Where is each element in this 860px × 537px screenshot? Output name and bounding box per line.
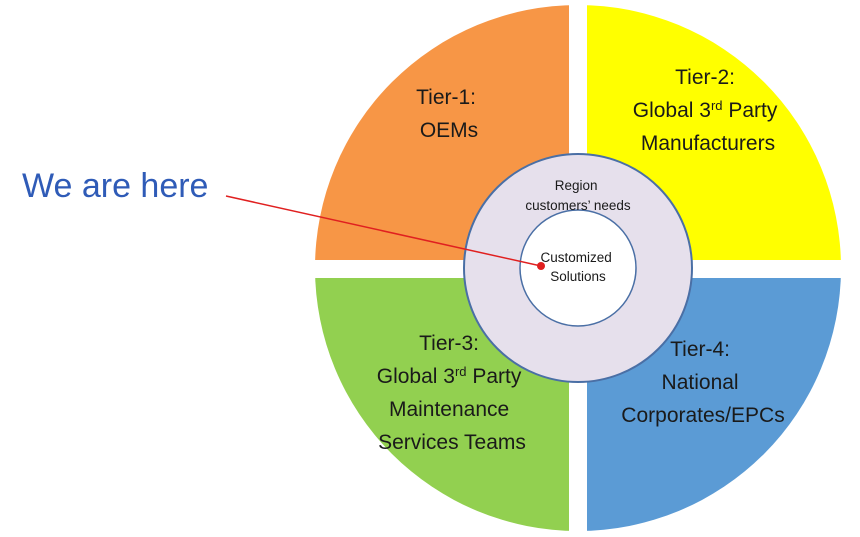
tier-1-label: Tier-1: OEMs bbox=[416, 86, 482, 142]
tier-4-line-1: Tier-4: bbox=[670, 338, 730, 361]
tier-2-line-3: Manufacturers bbox=[641, 132, 775, 155]
tier-3-line-4: Services Teams bbox=[378, 431, 526, 454]
we-are-here-label: We are here bbox=[22, 167, 208, 205]
outer-ring-line-2: customers’ needs bbox=[525, 198, 631, 213]
tier-1-line-1: Tier-1: bbox=[416, 86, 476, 109]
tier-3-line-3: Maintenance bbox=[389, 398, 509, 421]
tier-3-label: Tier-3: Global 3rd Party Maintenance Ser… bbox=[377, 332, 527, 454]
inner-circle-line-1: Customized bbox=[540, 250, 611, 265]
tier-4-line-2: National bbox=[662, 371, 739, 394]
inner-circle-label: Customized Solutions bbox=[540, 250, 615, 284]
tier-3-line-2: Global 3rd Party bbox=[377, 364, 522, 389]
tier-3-line-1: Tier-3: bbox=[419, 332, 479, 355]
pointer-dot bbox=[537, 262, 545, 270]
tier-4-label: Tier-4: National Corporates/EPCs bbox=[621, 338, 784, 427]
tier-2-line-1: Tier-2: bbox=[675, 66, 735, 89]
inner-circle-line-2: Solutions bbox=[550, 269, 606, 284]
tier-2-line-2: Global 3rd Party bbox=[633, 98, 778, 123]
pointer-line bbox=[225, 195, 542, 267]
tier-4-line-3: Corporates/EPCs bbox=[621, 404, 784, 427]
outer-ring-label: Region customers’ needs bbox=[525, 178, 631, 213]
inner-circle-customized-solutions bbox=[519, 209, 637, 327]
outer-ring-line-1: Region bbox=[555, 178, 598, 193]
tier-2-label: Tier-2: Global 3rd Party Manufacturers bbox=[633, 66, 783, 155]
tier-1-line-2: OEMs bbox=[420, 119, 478, 142]
